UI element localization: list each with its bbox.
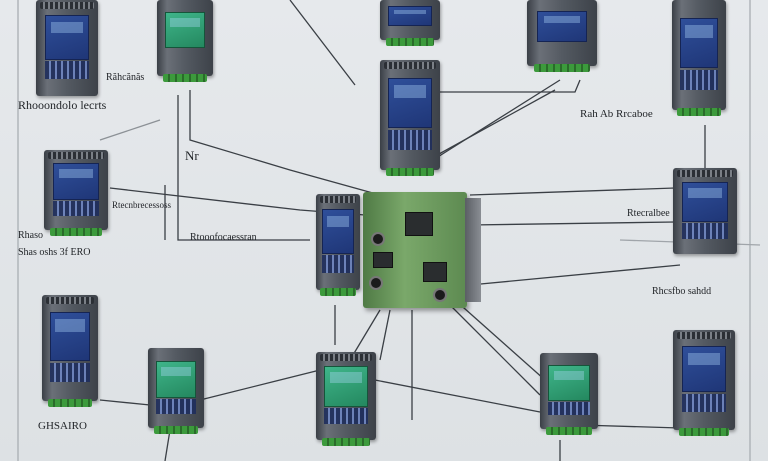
label-left-lower-1: Rhaso (18, 230, 43, 241)
module-bottom-left (42, 295, 98, 407)
label-left-title: Rhooondolo lecrts (18, 98, 107, 112)
module-bottom-far-right (673, 330, 735, 436)
wire (289, 0, 356, 86)
label-right-lower: Rhcsfbo sahdd (652, 286, 712, 297)
wire (469, 221, 676, 226)
wire (454, 299, 546, 381)
central-controller-board (363, 192, 481, 308)
module-bottom-left-green (148, 348, 204, 434)
label-right-top: Rah Ab Rrcaboe (580, 108, 653, 120)
wire (164, 429, 171, 461)
wire (469, 264, 681, 286)
label-top-left-tag: Răhcănăs (106, 72, 145, 83)
module-top-far-right (672, 0, 726, 116)
label-left-lower-2: Shas oshs 3f ERO (18, 247, 91, 258)
label-left-tag-small: Nr (185, 148, 199, 163)
module-bottom-center (316, 352, 376, 446)
label-center: Rtooofocaessran (190, 232, 257, 243)
label-left-mid-dots: Rtecnbrecessoss (112, 200, 171, 210)
wire (199, 369, 321, 401)
wire (424, 79, 561, 166)
module-top-left (36, 0, 98, 96)
wire (349, 309, 381, 361)
label-right-mid: Rtecralbee (627, 208, 670, 219)
label-bottom-left: GHSAIRO (38, 420, 87, 432)
module-top-center (380, 0, 440, 46)
wire (440, 79, 581, 93)
module-center-left (316, 194, 360, 296)
module-upper-center (380, 60, 440, 176)
wire (177, 95, 310, 241)
wire (379, 309, 391, 361)
wire (99, 119, 161, 141)
wire (189, 90, 381, 196)
wire (374, 379, 541, 413)
module-bottom-right-green (540, 353, 598, 435)
wire (469, 187, 676, 196)
module-top-right (527, 0, 597, 72)
module-right-mid (673, 168, 737, 254)
module-left-mid (44, 150, 108, 236)
module-top-green (157, 0, 213, 82)
wire (99, 399, 151, 406)
wire (444, 299, 541, 396)
